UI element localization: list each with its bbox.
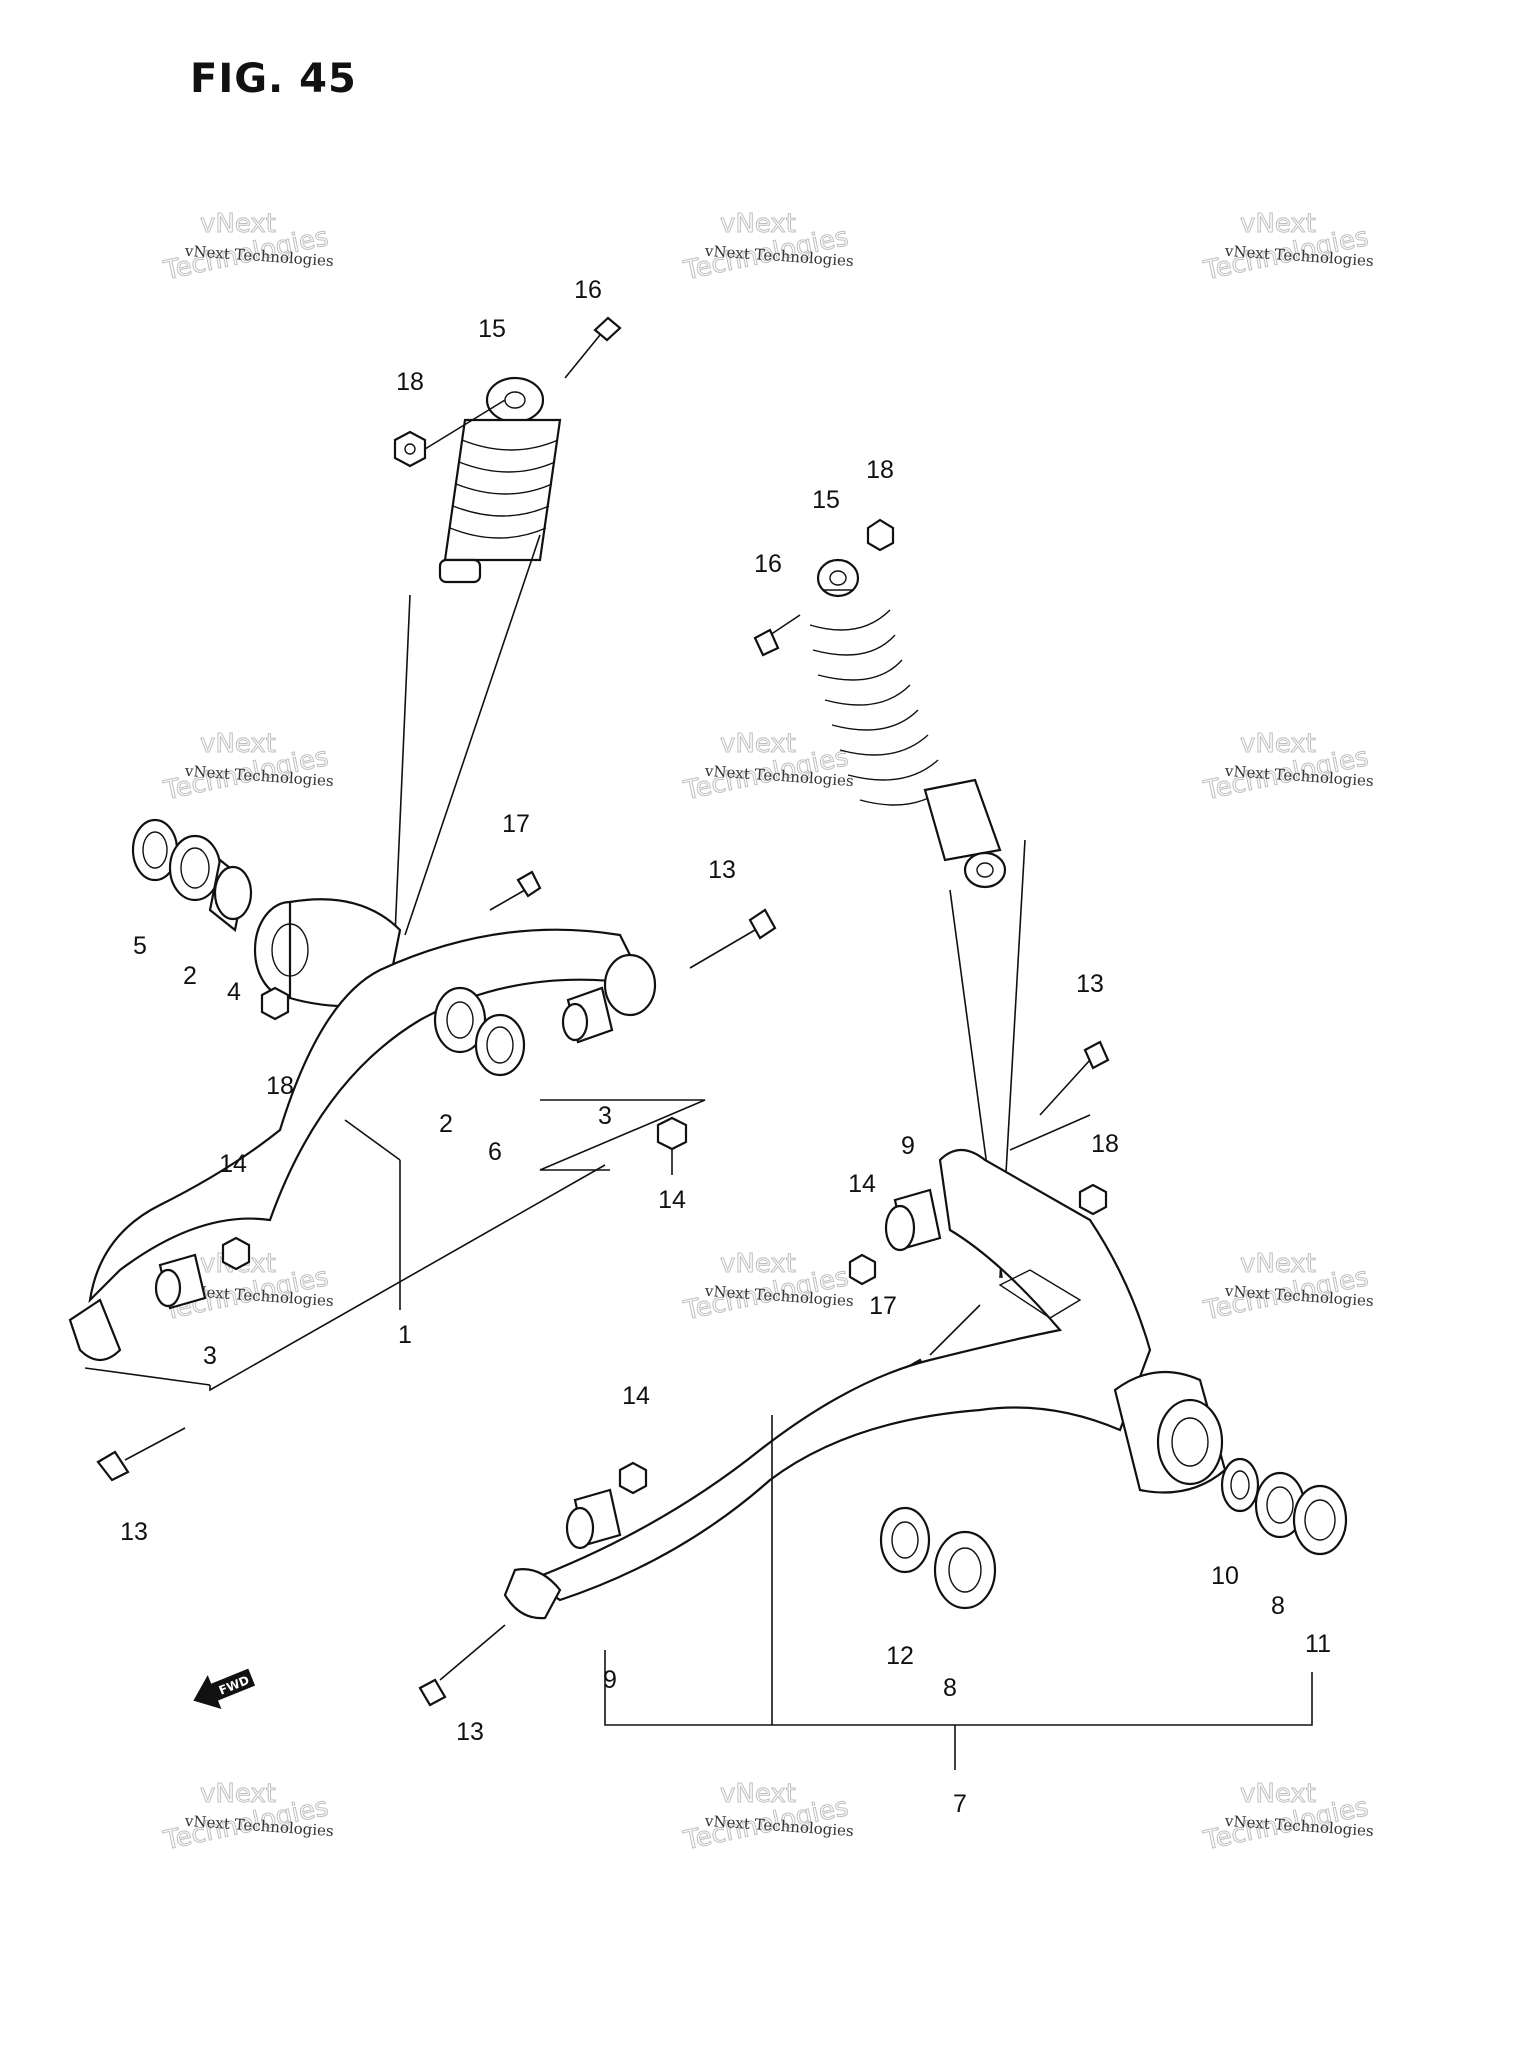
seal-icon: [1292, 1484, 1348, 1556]
bushing-icon: [884, 1188, 942, 1252]
bolt-icon: [1039, 1040, 1110, 1116]
knuckle-hub: [1113, 1370, 1227, 1494]
part-label-13: 13: [456, 1718, 484, 1746]
bolt-icon: [96, 1427, 186, 1482]
part-label-13: 13: [708, 856, 736, 884]
watermark: vNext Technologies vNext Technologies: [1200, 729, 1374, 807]
part-label-18: 18: [266, 1072, 294, 1100]
watermark-top: vNext: [720, 209, 796, 239]
part-label-9: 9: [901, 1132, 915, 1160]
part-label-16: 16: [754, 550, 782, 578]
watermark: vNext Technologies vNext Technologies: [160, 1779, 334, 1857]
watermark-top: vNext: [720, 1779, 796, 1809]
part-label-17: 17: [869, 1292, 897, 1320]
watermark-top: vNext: [720, 1249, 796, 1279]
shock-absorber-icon: [809, 558, 1007, 889]
bearing-icon: [933, 1530, 997, 1610]
watermark: vNext Technologies vNext Technologies: [680, 1779, 854, 1857]
part-label-5: 5: [133, 932, 147, 960]
nut-icon: [848, 1253, 877, 1286]
part-label-14: 14: [848, 1170, 876, 1198]
part-label-9: 9: [603, 1666, 617, 1694]
swing-arm-icon: [503, 1148, 1152, 1620]
seal-icon: [879, 1506, 931, 1574]
part-label-18: 18: [396, 368, 424, 396]
part-label-4: 4: [227, 978, 241, 1006]
watermark-top: vNext: [1240, 1249, 1316, 1279]
bushing-icon: [561, 986, 614, 1044]
watermark-top: vNext: [200, 729, 276, 759]
watermark: vNext Technologies vNext Technologies: [680, 729, 854, 807]
watermark: vNext Technologies vNext Technologies: [680, 1249, 854, 1327]
part-label-18: 18: [866, 456, 894, 484]
bolt-icon: [753, 614, 801, 657]
nut-icon: [260, 986, 290, 1021]
watermark: vNext Technologies vNext Technologies: [160, 209, 334, 287]
nut-icon: [656, 1116, 688, 1151]
watermark: vNext Technologies vNext Technologies: [160, 729, 334, 807]
watermark: vNext Technologies vNext Technologies: [1200, 209, 1374, 287]
watermark: vNext Technologies vNext Technologies: [680, 209, 854, 287]
part-labels: 16 15 18 18 15 16 17 13 5 2 4 18 2 6 3 1…: [120, 276, 1331, 1818]
bearing-icon: [168, 834, 222, 902]
part-label-8: 8: [943, 1674, 957, 1702]
part-label-14: 14: [622, 1382, 650, 1410]
part-label-12: 12: [886, 1642, 914, 1670]
fwd-arrow-icon: FWD: [193, 1668, 256, 1710]
part-label-16: 16: [574, 276, 602, 304]
watermark-top: vNext: [1240, 729, 1316, 759]
nut-icon: [1078, 1183, 1108, 1216]
watermark-top: vNext: [1240, 209, 1316, 239]
part-label-14: 14: [658, 1186, 686, 1214]
nut-icon: [393, 430, 427, 468]
nut-icon: [866, 518, 895, 552]
bushing-icon: [208, 858, 253, 932]
shock-absorber-icon: [438, 376, 562, 584]
left-assembly: [68, 316, 777, 1482]
watermark: vNext Technologies vNext Technologies: [1200, 1779, 1374, 1857]
bolt-icon: [489, 870, 542, 911]
part-label-8: 8: [1271, 1592, 1285, 1620]
bearing-icon: [433, 986, 487, 1054]
watermark: vNext Technologies vNext Technologies: [1200, 1249, 1374, 1327]
part-label-17: 17: [502, 810, 530, 838]
part-label-14: 14: [219, 1150, 247, 1178]
part-label-2: 2: [183, 962, 197, 990]
part-label-2: 2: [439, 1110, 453, 1138]
part-label-10: 10: [1211, 1562, 1239, 1590]
part-label-3: 3: [598, 1102, 612, 1130]
part-label-7: 7: [953, 1790, 967, 1818]
part-label-15: 15: [478, 315, 506, 343]
part-label-13: 13: [120, 1518, 148, 1546]
part-label-6: 6: [488, 1138, 502, 1166]
watermark-top: vNext: [200, 1779, 276, 1809]
bolt-icon: [564, 316, 622, 379]
part-label-3: 3: [203, 1342, 217, 1370]
part-label-13: 13: [1076, 970, 1104, 998]
part-label-11: 11: [1305, 1630, 1331, 1658]
part-label-1: 1: [398, 1321, 412, 1349]
part-label-15: 15: [812, 486, 840, 514]
watermark-top: vNext: [720, 729, 796, 759]
bushing-icon: [1220, 1457, 1260, 1513]
bushing-icon: [565, 1488, 622, 1550]
bolt-icon: [689, 908, 777, 969]
bushing-icon: [154, 1253, 207, 1310]
bolt-icon: [418, 1624, 506, 1707]
nut-icon: [618, 1461, 648, 1495]
nut-icon: [221, 1236, 251, 1271]
part-label-18: 18: [1091, 1130, 1119, 1158]
right-assembly: [418, 518, 1348, 1770]
figure-title: FIG. 45: [190, 56, 357, 102]
swing-arm-icon: [68, 928, 657, 1362]
watermark-top: vNext: [1240, 1779, 1316, 1809]
seal-icon: [474, 1013, 526, 1077]
watermark-top: vNext: [200, 209, 276, 239]
